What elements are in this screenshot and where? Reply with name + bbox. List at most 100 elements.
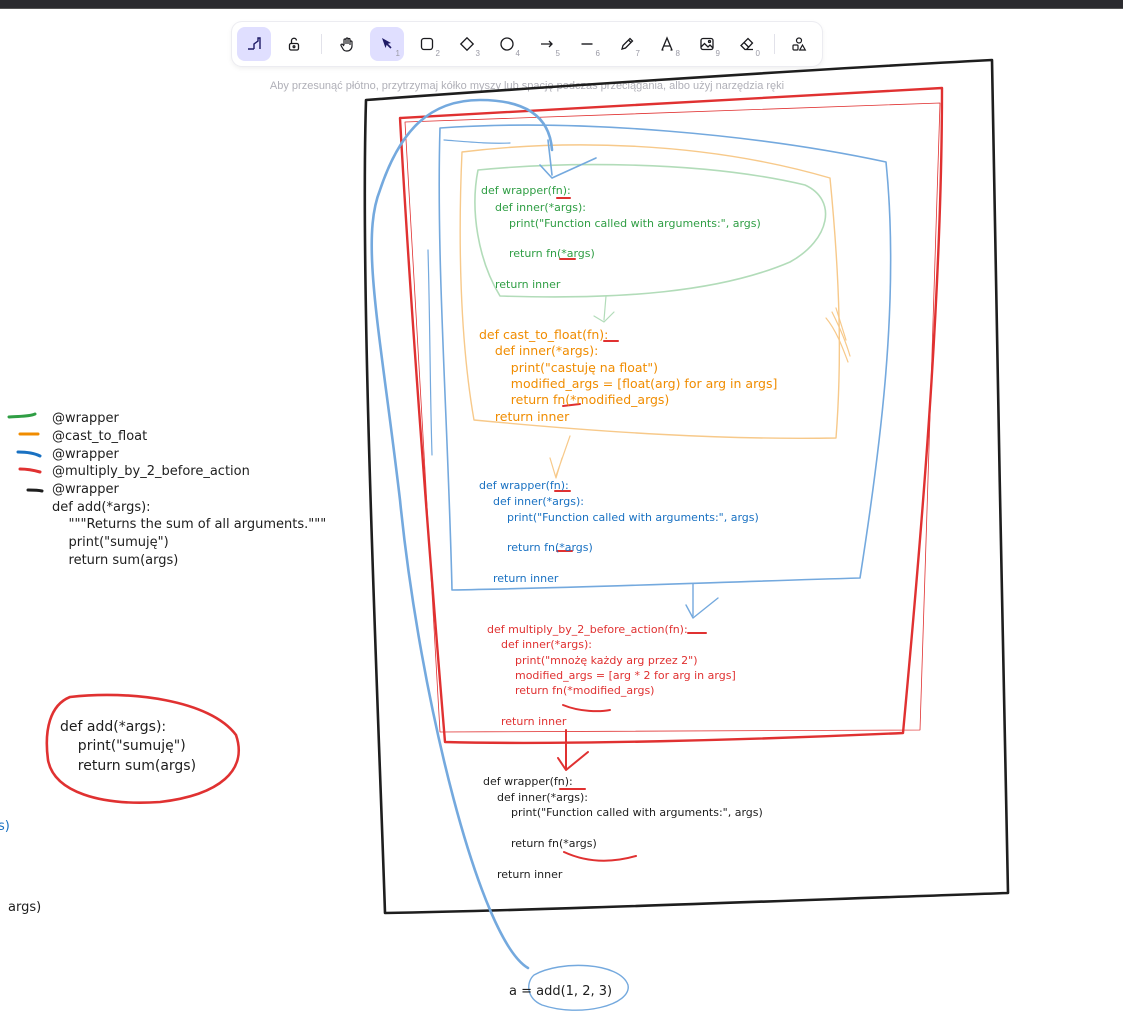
arrow-green-to-orange	[593, 295, 615, 323]
hand-icon	[340, 37, 353, 52]
call-arrow[interactable]	[370, 98, 554, 970]
code-line: print("Function called with arguments:",…	[481, 217, 761, 230]
code-line: def wrapper(fn):	[479, 479, 569, 492]
pin-icon	[248, 37, 261, 50]
legend-line[interactable]: @cast_to_float	[52, 429, 147, 444]
code-line: print("Function called with arguments:",…	[479, 511, 759, 524]
fn-underline	[562, 403, 581, 407]
pencil-icon	[621, 37, 634, 50]
orange-scribble	[825, 307, 851, 363]
orange-code-block[interactable]: def cast_to_float(fn): def inner(*args):…	[479, 327, 777, 424]
code-line: def inner(*args):	[479, 343, 598, 358]
black-code-block[interactable]: def wrapper(fn): def inner(*args): print…	[483, 775, 763, 881]
pin-tool[interactable]	[237, 27, 271, 61]
image-tool[interactable]: 9	[690, 27, 724, 61]
call-expression[interactable]: a = add(1, 2, 3)	[509, 984, 612, 999]
rectangle-tool[interactable]: 2	[410, 27, 444, 61]
code-line: return fn(*modified_args)	[479, 392, 669, 407]
legend-code[interactable]: print("sumuję")	[52, 535, 169, 550]
arrow-orange-to-blue	[549, 435, 571, 479]
code-line: return inner	[481, 278, 561, 291]
code-line: return inner	[487, 715, 567, 728]
code-line: print("castuję na float")	[479, 360, 658, 375]
code-line: def wrapper(fn):	[483, 775, 573, 788]
legend-code[interactable]: def add(*args):	[52, 500, 151, 515]
code-line: return inner	[479, 409, 570, 424]
ellipse-tool[interactable]: 4	[490, 27, 524, 61]
legend-code[interactable]: """Returns the sum of all arguments."""	[52, 517, 326, 532]
text-tool[interactable]: 8	[650, 27, 684, 61]
unlock-icon	[288, 37, 300, 51]
arrow-blue-to-red	[685, 583, 719, 619]
toolbar-separator	[774, 34, 775, 54]
black-frame[interactable]	[363, 58, 1010, 915]
code-line: print("Function called with arguments:",…	[483, 806, 763, 819]
add-bubble-code[interactable]: return sum(args)	[60, 758, 196, 774]
arrow-red-to-black	[557, 729, 589, 771]
code-line: return fn(*modified_args)	[487, 684, 654, 697]
blue-frame-inner	[427, 139, 511, 456]
toolbar-separator	[321, 34, 322, 54]
code-line: return inner	[483, 868, 563, 881]
arrow-to-green	[539, 139, 597, 179]
code-line: def inner(*args):	[481, 201, 586, 214]
image-icon	[700, 37, 714, 51]
orange-frame[interactable]	[459, 144, 841, 440]
selection-tool[interactable]: 1	[370, 27, 404, 61]
hand-tool[interactable]	[330, 27, 364, 61]
fn-underline	[563, 851, 637, 862]
legend-swatch-black	[26, 488, 44, 493]
blue-code-block[interactable]: def wrapper(fn): def inner(*args): print…	[479, 479, 759, 585]
add-bubble-outline[interactable]	[45, 693, 241, 804]
lock-tool[interactable]	[277, 27, 311, 61]
line-tool[interactable]: 6	[570, 27, 604, 61]
legend-line[interactable]: @wrapper	[52, 482, 119, 497]
code-line: def inner(*args):	[483, 791, 588, 804]
legend-swatch-red	[18, 467, 42, 474]
code-line: modified_args = [arg * 2 for arg in args…	[487, 669, 736, 682]
legend-swatch-blue	[16, 450, 42, 458]
eraser-icon	[740, 37, 754, 51]
red-frame-inner	[404, 102, 941, 733]
code-line: def inner(*args):	[479, 495, 584, 508]
green-code-block[interactable]: def wrapper(fn): def inner(*args): print…	[481, 184, 761, 291]
code-line: print("mnożę każdy arg przez 2")	[487, 654, 698, 667]
draw-tool[interactable]: 7	[610, 27, 644, 61]
ellipse-icon	[500, 37, 514, 51]
legend-swatch-green	[7, 412, 37, 419]
call-ellipse[interactable]	[528, 964, 629, 1011]
legend-line[interactable]: @wrapper	[52, 447, 119, 462]
line-icon	[581, 43, 593, 45]
text-icon	[661, 36, 673, 51]
shapes-icon	[792, 37, 807, 51]
arrow-tool[interactable]: 5	[530, 27, 564, 61]
diamond-tool[interactable]: 3	[450, 27, 484, 61]
add-bubble-code[interactable]: print("sumuję")	[60, 738, 186, 754]
add-bubble-code[interactable]: def add(*args):	[60, 719, 166, 735]
blue-frame[interactable]	[438, 124, 892, 591]
legend-line[interactable]: @wrapper	[52, 411, 119, 426]
toolbar: 1 2 3 4 5 6 7 8 9 0	[232, 22, 822, 66]
code-line: def inner(*args):	[487, 638, 592, 651]
fn-underline	[562, 704, 611, 713]
red-frame[interactable]	[398, 86, 944, 745]
cut-off-fragment: s)	[0, 819, 10, 834]
legend-code[interactable]: return sum(args)	[52, 553, 178, 568]
code-line: return inner	[479, 572, 559, 585]
more-shapes-tool[interactable]	[782, 27, 816, 61]
eraser-tool[interactable]: 0	[730, 27, 764, 61]
code-line: modified_args = [float(arg) for arg in a…	[479, 376, 777, 391]
legend-line[interactable]: @multiply_by_2_before_action	[52, 464, 250, 479]
cut-off-fragment: args)	[8, 900, 41, 915]
arrow-right-icon	[541, 40, 553, 48]
code-line: return fn(*args)	[481, 247, 595, 260]
cursor-icon	[382, 38, 392, 49]
code-line: return fn(*args)	[479, 541, 593, 554]
code-line: def cast_to_float(fn):	[479, 327, 608, 342]
code-line: def wrapper(fn):	[481, 184, 571, 197]
red-code-block[interactable]: def multiply_by_2_before_action(fn): def…	[487, 623, 736, 728]
diamond-icon	[459, 36, 475, 52]
green-bubble[interactable]	[474, 163, 827, 298]
canvas-hint: Aby przesunąć płótno, przytrzymaj kółko …	[269, 80, 785, 92]
